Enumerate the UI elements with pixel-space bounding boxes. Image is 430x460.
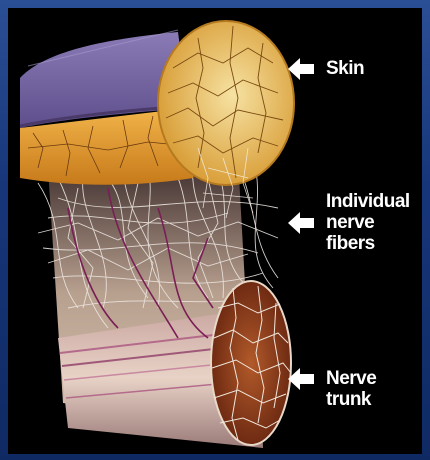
label-skin: Skin — [326, 58, 364, 79]
arrow-left-icon — [288, 368, 314, 390]
label-nerve-trunk: Nerve trunk — [326, 368, 422, 410]
label-nerve-fibers: Individual nerve fibers — [326, 191, 422, 254]
nerve-trunk — [211, 281, 291, 445]
arrow-left-icon — [288, 58, 314, 80]
illustration-panel: Skin Individual nerve fibers Nerve trunk — [8, 8, 422, 454]
arrow-left-icon — [288, 212, 314, 234]
